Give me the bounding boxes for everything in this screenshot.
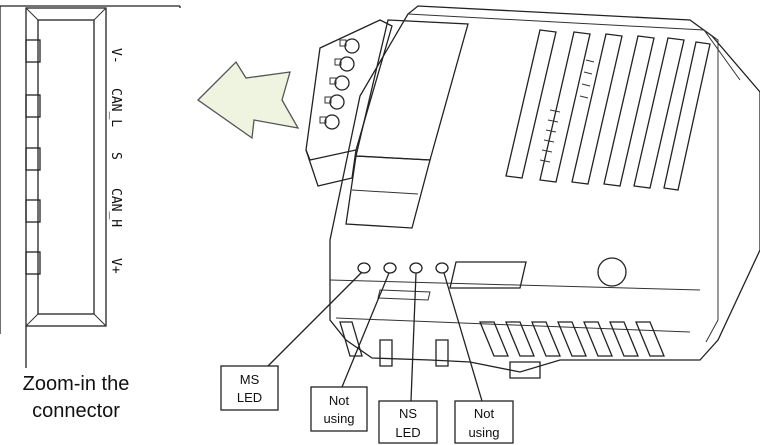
- round-button-icon: [597, 257, 627, 287]
- connector-bevel: [25, 7, 107, 327]
- vent-slot: [663, 41, 711, 191]
- callout-ms-led: MS LED: [220, 365, 279, 411]
- terminal-square: [319, 116, 327, 124]
- terminal-square: [339, 39, 347, 47]
- led-row: [357, 262, 449, 274]
- vent-slot: [633, 37, 685, 189]
- pin-label-v-plus: V+: [108, 258, 123, 274]
- screw-icon: [339, 56, 355, 72]
- led-unused-2-icon: [435, 262, 449, 274]
- vent-slot: [571, 33, 623, 185]
- callout-text-line-1: Not: [474, 406, 495, 421]
- screw-icon: [334, 75, 350, 91]
- vent-slot: [609, 321, 639, 357]
- pin-label-can-h: CAN_H: [108, 188, 123, 227]
- vent-slot: [531, 321, 561, 357]
- socket-front: [345, 155, 431, 229]
- connector-inner: [37, 19, 95, 315]
- callout-ns-led: NS LED: [378, 400, 438, 444]
- terminal-square: [324, 96, 332, 104]
- pin-label-v-minus: V-: [108, 48, 123, 64]
- leader-ns-led: [410, 272, 417, 402]
- callout-text-line-2: using: [323, 411, 354, 426]
- leader-not-using-1: [341, 272, 390, 388]
- socket-divider: [351, 189, 419, 195]
- connector-frame: [0, 5, 181, 334]
- callout-box: [310, 386, 368, 432]
- vent-slot: [557, 321, 587, 357]
- callout-not-using-1: Not using: [310, 386, 368, 432]
- device-bottom-edge: [335, 317, 691, 333]
- callout-box: [454, 400, 514, 444]
- vent-hatching: [579, 59, 595, 99]
- device-module: [305, 5, 760, 379]
- caption-line-2: connector: [32, 400, 120, 422]
- leader-ms-led: [267, 271, 363, 367]
- pin-notch: [25, 39, 41, 63]
- vent-slot: [539, 31, 591, 183]
- leader-lines: [267, 271, 483, 402]
- vent-slot: [505, 29, 557, 179]
- vent-slot: [603, 35, 655, 187]
- terminal-block: [305, 19, 393, 187]
- pin-label-can-l: CAN_L: [108, 88, 123, 127]
- small-label-plate: [377, 289, 431, 301]
- pin-notch: [25, 199, 41, 223]
- callout-text-line-2: LED: [395, 425, 420, 440]
- callout-text-line-2: using: [468, 425, 499, 440]
- pin-label-s: S: [108, 152, 123, 160]
- callout-text-line-2: LED: [237, 390, 262, 405]
- pin-labels: V- CAN_L S CAN_H V+: [108, 48, 123, 274]
- screw-icon: [344, 38, 360, 54]
- terminal-square: [329, 77, 337, 85]
- callout-box: [378, 400, 438, 444]
- vent-slot: [479, 321, 509, 357]
- zoom-arrow-icon: [196, 60, 300, 140]
- device-side-edge: [703, 29, 719, 343]
- vent-slot: [339, 321, 363, 357]
- mount-foot: [379, 339, 393, 367]
- pin-notch: [25, 94, 41, 118]
- vent-slot: [505, 321, 535, 357]
- vent-slot: [635, 321, 665, 357]
- vent-slots-bottom: [339, 321, 665, 357]
- terminal-square: [334, 58, 342, 66]
- vent-hatching: [539, 109, 561, 163]
- device-front-edge: [329, 279, 701, 291]
- led-unused-1-icon: [383, 262, 397, 274]
- connector-zoom: V- CAN_L S CAN_H V+ Zoom-in the connecto…: [0, 5, 181, 422]
- led-ns-icon: [409, 262, 423, 274]
- device-body: [329, 5, 760, 373]
- callout-not-using-2: Not using: [454, 400, 514, 444]
- caption-line-1: Zoom-in the: [23, 373, 130, 395]
- screw-icon: [324, 114, 340, 130]
- leader-not-using-2: [443, 272, 483, 402]
- pin-notches: [25, 39, 41, 275]
- vent-slots-top: [505, 29, 711, 191]
- mount-foot: [435, 339, 449, 367]
- terminal-screws: [319, 38, 360, 130]
- pin-notch: [25, 251, 41, 275]
- mount-foot: [509, 361, 541, 379]
- pin-notch: [25, 147, 41, 171]
- callout-box: [220, 365, 279, 411]
- screw-icon: [329, 94, 345, 110]
- led-ms-icon: [357, 262, 371, 274]
- terminal-housing: [305, 19, 393, 161]
- callout-text-line-1: Not: [329, 393, 350, 408]
- callout-text-line-1: MS: [240, 372, 260, 387]
- callout-text-line-1: NS: [399, 406, 417, 421]
- terminal-base: [305, 149, 357, 187]
- card-slot: [449, 261, 527, 289]
- vent-slot: [583, 321, 613, 357]
